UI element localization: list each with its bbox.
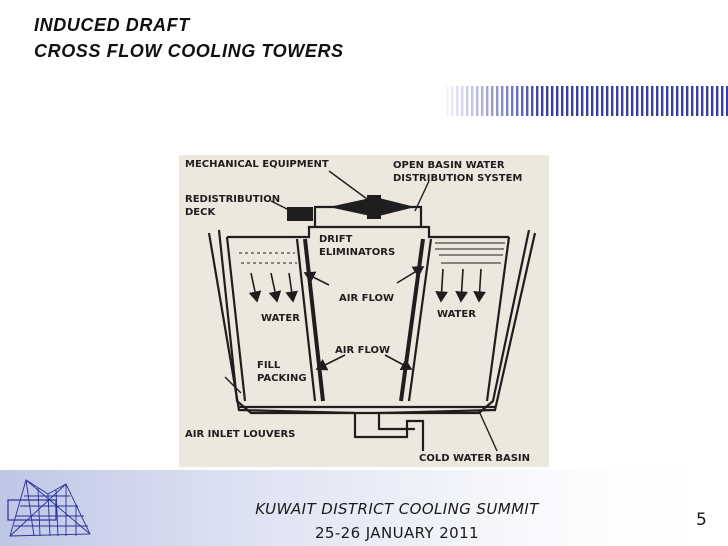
label-open-basin-line2: DISTRIBUTION SYSTEM [393,173,523,184]
water-hatch [239,242,505,264]
label-drift-line2: ELIMINATORS [319,247,396,258]
label-fill-line2: PACKING [257,373,307,384]
air-flow-arrows [303,266,425,371]
label-water-left: WATER [261,313,300,324]
fan-motor-icon [287,195,415,221]
tower-outline [207,205,537,451]
label-air-inlet-louvers: AIR INLET LOUVERS [185,429,296,440]
leader-lines [224,170,498,452]
label-air-flow-lower: AIR FLOW [335,345,391,356]
decorative-stripes [441,86,728,116]
label-drift-line1: DRIFT [319,234,353,245]
title-line-2: CROSS FLOW COOLING TOWERS [34,41,344,61]
label-redistribution-deck: REDISTRIBUTION DECK [185,193,280,219]
label-water-right: WATER [437,309,476,320]
footer-event-dates: 25-26 JANUARY 2011 [314,524,479,542]
label-redistribution-line2: DECK [185,207,216,218]
footer-band [0,470,728,546]
label-air-flow-upper: AIR FLOW [339,293,395,304]
footer-event: KUWAIT DISTRICT COOLING SUMMIT 25-26 JAN… [212,497,582,545]
diagram-drawing [207,170,537,452]
label-drift-eliminators: DRIFT ELIMINATORS [319,233,395,259]
water-arrows [248,268,486,303]
cooling-tower-diagram: MECHANICAL EQUIPMENT OPEN BASIN WATER DI… [179,155,549,467]
label-fill-packing: FILL PACKING [257,359,307,385]
summit-logo [7,479,91,537]
title-line-1: INDUCED DRAFT [34,15,190,35]
slide-title: INDUCED DRAFT CROSS FLOW COOLING TOWERS [34,12,344,64]
page-number: 5 [696,510,707,530]
footer-event-name: KUWAIT DISTRICT COOLING SUMMIT [255,500,539,518]
label-open-basin: OPEN BASIN WATER DISTRIBUTION SYSTEM [393,159,522,185]
label-mechanical-equipment: MECHANICAL EQUIPMENT [185,159,329,170]
label-fill-line1: FILL [257,360,281,371]
label-redistribution-line1: REDISTRIBUTION [185,194,281,205]
label-cold-water-basin: COLD WATER BASIN [419,453,531,464]
label-open-basin-line1: OPEN BASIN WATER [393,160,505,171]
